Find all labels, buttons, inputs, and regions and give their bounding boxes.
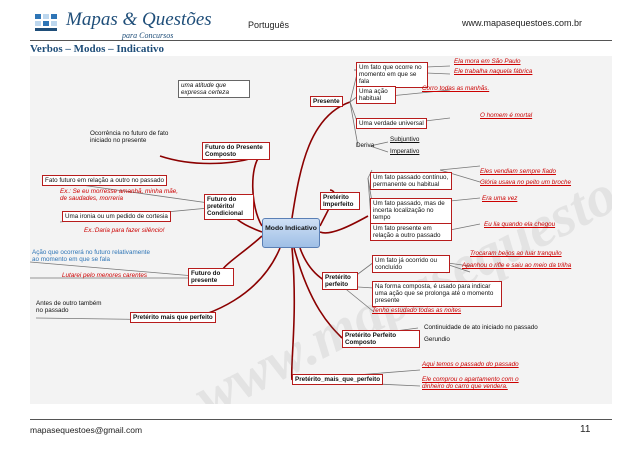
imperfeito-b1: Um fato passado contínuo, permanente ou … <box>370 172 452 191</box>
imperfeito-b2: Um fato passado, mas de incerta localiza… <box>370 198 452 224</box>
presente-b2: Uma ação habitual <box>356 86 396 105</box>
perfeito-b2-ex: Tenho estudado todas as noites <box>372 307 462 314</box>
perfeito-composto-b2: Gerundio <box>424 336 450 343</box>
imperfeito-b2-ex: Era uma vez <box>482 195 518 202</box>
footer-divider <box>30 419 612 420</box>
perfeito-b2: Na forma composta, é usado para indicar … <box>372 281 502 307</box>
mind-map: www.mapasequestoes.com.br/ Modo Indicati… <box>30 56 612 404</box>
futuro-preterito-b2: Uma ironia ou um pedido de cortesia <box>62 211 171 223</box>
footer-email[interactable]: mapasequestoes@gmail.com <box>30 425 143 435</box>
imperfeito-b3: Um fato presente em relação a outro pass… <box>370 223 452 242</box>
center-node: Modo Indicativo <box>262 218 320 248</box>
header-site-link[interactable]: www.mapasequestoes.com.br <box>462 18 583 28</box>
mais-que-perfeito-2-b2: Ele comprou o apartamento com o dinheiro… <box>422 376 519 391</box>
note-box: uma atitude que expressa certeza <box>178 80 250 99</box>
header-subject: Português <box>248 20 290 30</box>
futuro-presente-b1-ex: Lutarei pelo menores carentes <box>62 272 148 279</box>
page-header: Mapas & Questões para Concursos Portuguê… <box>0 0 638 50</box>
presente-b2-ex: Corro todas as manhãs. <box>422 85 490 92</box>
presente-deriva: Deriva <box>356 142 375 149</box>
branch-futuro-presente-composto: Futuro do Presente Composto <box>202 142 270 161</box>
presente-b1-ex2: Ele trabalha naquela fábrica <box>454 68 533 75</box>
mind-map-connectors <box>30 65 481 387</box>
presente-b1-ex1: Ela mora em São Paulo <box>454 58 521 65</box>
futuro-preterito-b1: Fato futuro em relação a outro no passad… <box>42 175 168 187</box>
futuro-presente-b1: Ação que ocorrerá no futuro relativament… <box>32 249 150 264</box>
perfeito-b1-ex1: Trocaram beijos ao luar tranquilo <box>470 250 562 257</box>
imperfeito-b3-ex: Eu lia quando ela chegou <box>484 221 556 228</box>
branch-preterito-perfeito: Pretérito perfeito <box>322 272 358 291</box>
logo-title: Mapas & Questões <box>66 9 212 30</box>
branch-preterito-perfeito-composto: Pretérito Perfeito Composto <box>342 330 420 349</box>
section-title: Verbos – Modos – Indicativo <box>30 43 165 55</box>
mais-que-perfeito-2-b1: Aqui temos o passado do passado <box>422 361 519 368</box>
branch-futuro-preterito: Futuro do pretérito/ Condicional <box>204 194 254 220</box>
presente-b1: Um fato que ocorre no momento em que se … <box>356 62 428 88</box>
perfeito-composto-b1: Continuidade de ato iniciado no passado <box>424 324 538 331</box>
branch-preterito-mais-que-perfeito: Pretérito mais que perfeito <box>130 312 216 324</box>
imperfeito-b1-ex2: Glória usava no peito um broche <box>480 179 572 186</box>
mais-que-perfeito-b1: Antes de outro também no passado <box>36 300 102 315</box>
futuro-preterito-b2-ex: Ex.:Daria para fazer silêncio! <box>84 227 165 234</box>
perfeito-b1-ex2: Apanhou o rifle e saiu ao meio da trilha <box>462 262 572 269</box>
branch-presente: Presente <box>310 96 343 108</box>
logo-subtitle: para Concursos <box>122 31 174 40</box>
page-number: 11 <box>580 424 591 435</box>
branch-futuro-presente: Futuro do presente <box>188 268 234 287</box>
header-divider <box>30 40 612 41</box>
branch-preterito-imperfeito: Pretérito Imperfeito <box>320 192 360 211</box>
futuro-preterito-b1-ex: Ex.: Se eu morresse amanhã, minha mãe, d… <box>60 188 178 203</box>
futuro-presente-composto-b1: Ocorrência no futuro de fato iniciado no… <box>90 130 169 145</box>
logo-icon <box>35 14 57 31</box>
imperfeito-b1-ex1: Eles vendiam sempre fiado <box>480 168 556 175</box>
presente-b3-ex: O homem é mortal <box>480 112 533 119</box>
branch-preterito-mais-que-perfeito-2: Pretérito_mais_que_perfeito <box>292 374 384 386</box>
presente-deriva-2: Imperativo <box>390 148 420 155</box>
presente-deriva-1: Subjuntivo <box>390 136 420 143</box>
perfeito-b1: Um fato já ocorrido ou concluído <box>372 255 450 274</box>
presente-b3: Uma verdade universal <box>356 118 427 130</box>
